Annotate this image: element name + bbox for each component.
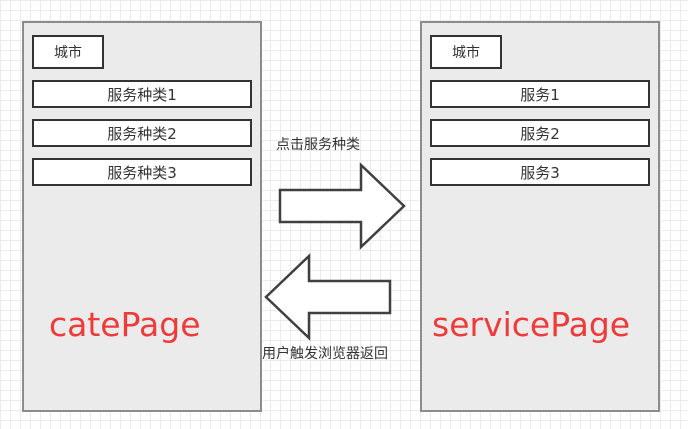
service-item-1: 服务1 [430, 80, 650, 108]
category-item-3: 服务种类3 [32, 158, 252, 186]
service-item-3: 服务3 [430, 158, 650, 186]
cate-page-name: catePage [49, 305, 201, 344]
city-box: 城市 [32, 35, 104, 69]
back-arrow-icon [264, 253, 392, 341]
forward-arrow-label: 点击服务种类 [276, 137, 360, 153]
service-page-name: servicePage [432, 305, 631, 344]
category-item-1: 服务种类1 [32, 80, 252, 108]
service-item-2: 服务2 [430, 119, 650, 147]
cate-page-panel: 城市 服务种类1 服务种类2 服务种类3 catePage [22, 21, 262, 412]
back-arrow-label: 用户触发浏览器返回 [262, 346, 388, 362]
forward-arrow-icon [278, 162, 406, 250]
category-item-2: 服务种类2 [32, 119, 252, 147]
service-list: 服务1 服务2 服务3 [430, 80, 650, 197]
service-page-panel: 城市 服务1 服务2 服务3 servicePage [420, 21, 660, 412]
city-box: 城市 [430, 35, 502, 69]
category-list: 服务种类1 服务种类2 服务种类3 [32, 80, 252, 197]
